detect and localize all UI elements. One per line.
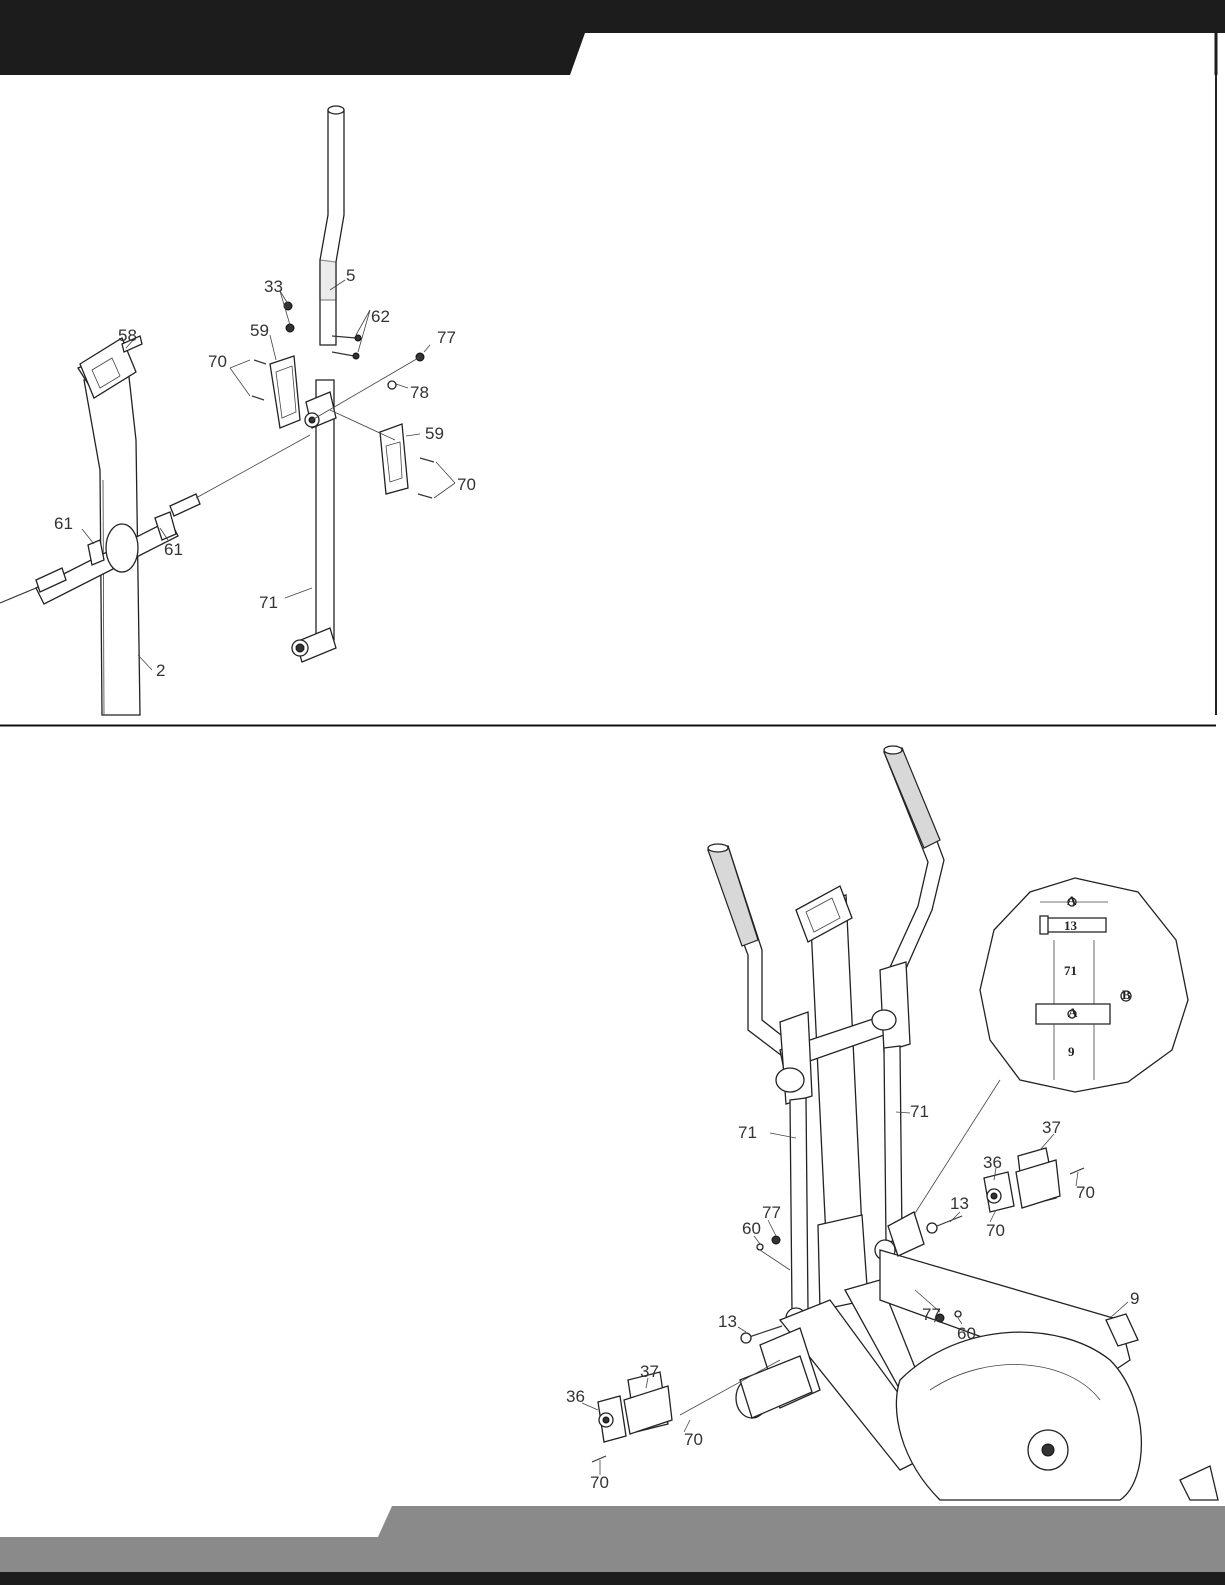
header-band	[0, 0, 1225, 75]
detail-marker-a-mid: A	[1068, 1005, 1078, 1020]
footer-band	[0, 1500, 1225, 1585]
label-70-right: 70	[457, 475, 476, 494]
frame-flywheel-part-9	[880, 1250, 1218, 1500]
label-77-left: 77	[762, 1203, 781, 1222]
header-dark-bar	[0, 0, 1225, 75]
diagram-top-exploded-view: 33 5 62 58 59 70 77 78 59 70 61 61 71 2	[0, 75, 1225, 725]
label-37-right: 37	[1042, 1118, 1061, 1137]
label-9: 9	[1130, 1289, 1139, 1308]
label-70-left: 70	[208, 352, 227, 371]
label-60-right: 60	[957, 1324, 976, 1343]
label-70-far-right: 70	[1076, 1183, 1095, 1202]
diagram-bottom-assembly-view: A 13 71 A B 9 71 71 37 36 70 13	[0, 727, 1225, 1507]
label-2: 2	[156, 661, 165, 680]
cover-halves-part-59	[270, 356, 408, 494]
label-77: 77	[437, 328, 456, 347]
label-71-left: 71	[738, 1123, 757, 1142]
label-60-left: 60	[742, 1219, 761, 1238]
label-59-left: 59	[250, 321, 269, 340]
label-36-right: 36	[983, 1153, 1002, 1172]
detail-label-71: 71	[1064, 963, 1077, 978]
label-71: 71	[259, 593, 278, 612]
label-58: 58	[118, 326, 137, 345]
label-5: 5	[346, 266, 355, 285]
handle-upper-part-5	[320, 106, 344, 345]
right-handle-grip	[884, 746, 944, 982]
label-61-right: 61	[164, 540, 183, 559]
label-62: 62	[371, 307, 390, 326]
detail-label-9: 9	[1068, 1044, 1075, 1059]
label-78: 78	[410, 383, 429, 402]
label-77-right: 77	[922, 1305, 941, 1324]
label-33: 33	[264, 277, 283, 296]
label-61-left: 61	[54, 514, 73, 533]
detail-label-13: 13	[1064, 918, 1078, 933]
console-mast-part-2	[0, 338, 310, 715]
label-13-left: 13	[718, 1312, 737, 1331]
label-70-bottom: 70	[590, 1473, 609, 1492]
lower-arm-part-71	[292, 380, 336, 662]
label-70-right: 70	[986, 1221, 1005, 1240]
footer-dark-strip	[0, 1572, 1225, 1585]
label-37-left: 37	[640, 1362, 659, 1381]
label-36-left: 36	[566, 1387, 585, 1406]
detail-marker-b: B	[1122, 987, 1131, 1002]
label-59-right: 59	[425, 424, 444, 443]
detail-marker-a-top: A	[1067, 893, 1077, 908]
label-13-right: 13	[950, 1194, 969, 1213]
label-70-left: 70	[684, 1430, 703, 1449]
label-71-right: 71	[910, 1102, 929, 1121]
